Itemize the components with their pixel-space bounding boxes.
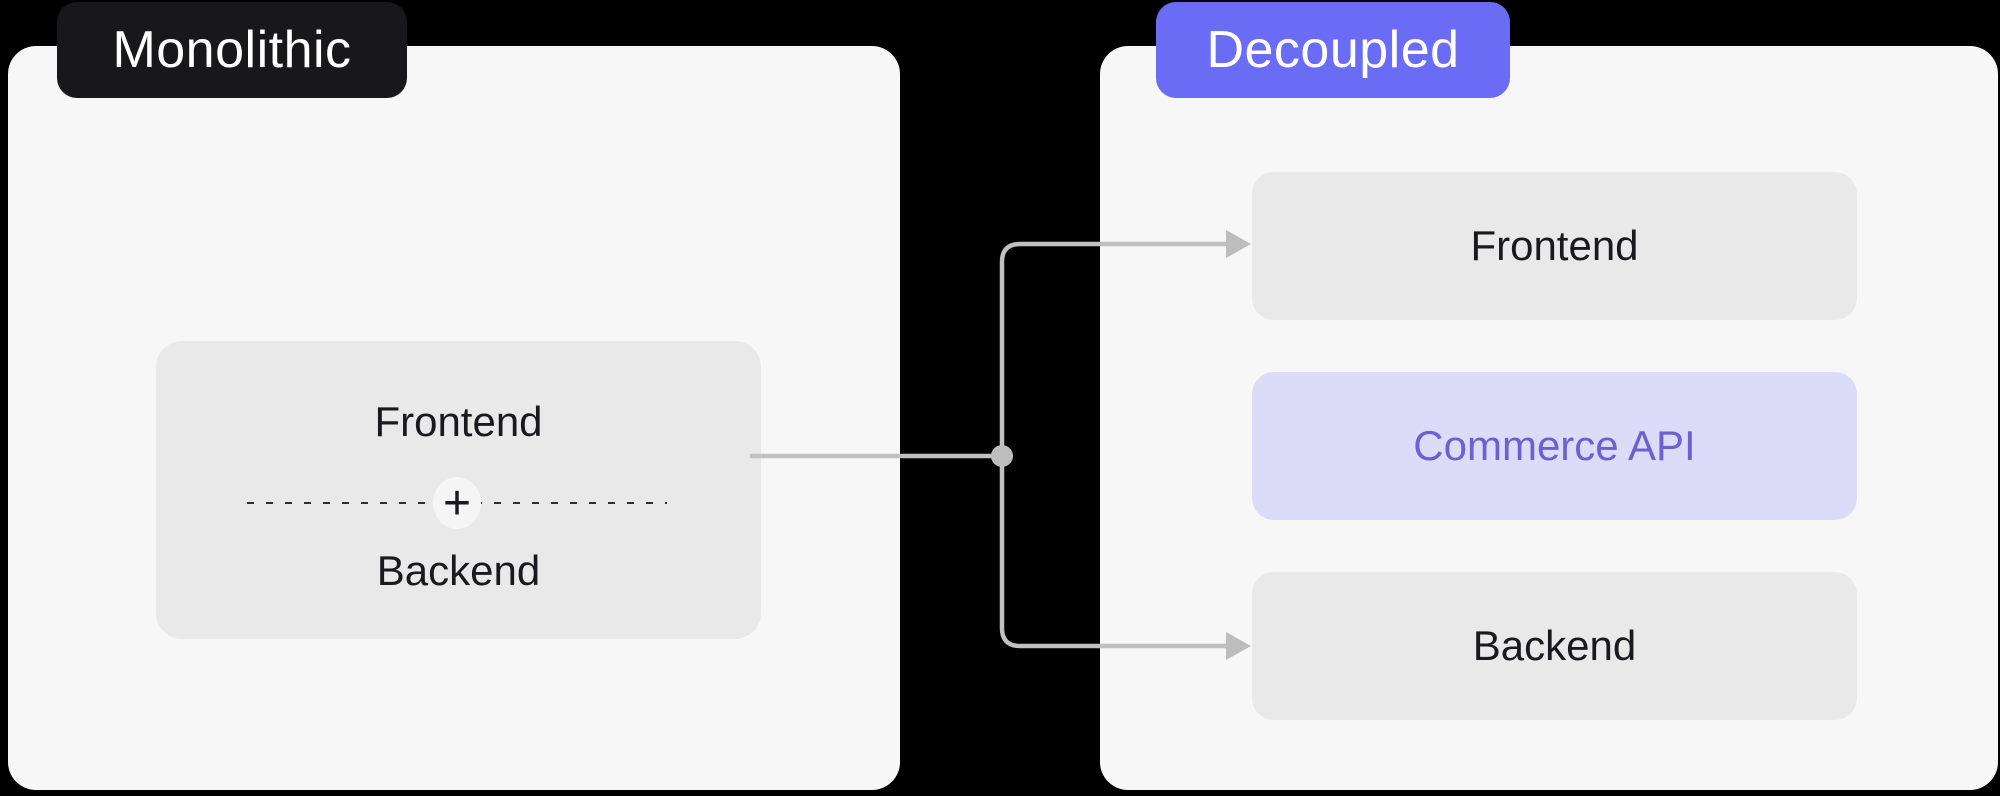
decoupled-frontend-label: Frontend xyxy=(1470,222,1639,269)
decoupled-badge-label: Decoupled xyxy=(1206,21,1460,79)
decoupled-badge: Decoupled xyxy=(1156,2,1510,98)
monolithic-frontend-label: Frontend xyxy=(374,398,543,445)
decoupled-panel: Frontend Commerce API Backend xyxy=(1100,46,1998,790)
plus-icon: + xyxy=(433,476,481,530)
monolithic-panel: Frontend + Backend xyxy=(8,46,900,790)
monolithic-box: Frontend + Backend xyxy=(156,341,761,639)
monolithic-badge-label: Monolithic xyxy=(112,21,352,79)
decoupled-backend-box: Backend xyxy=(1252,572,1857,720)
junction-dot-icon xyxy=(991,445,1013,467)
plus-symbol: + xyxy=(442,476,472,530)
decoupled-commerce-api-box: Commerce API xyxy=(1252,372,1857,520)
decoupled-frontend-box: Frontend xyxy=(1252,172,1857,320)
decoupled-commerce-api-label: Commerce API xyxy=(1413,422,1696,469)
monolithic-badge: Monolithic xyxy=(57,2,407,98)
decoupled-backend-label: Backend xyxy=(1472,622,1637,669)
monolithic-backend-label: Backend xyxy=(376,547,541,594)
